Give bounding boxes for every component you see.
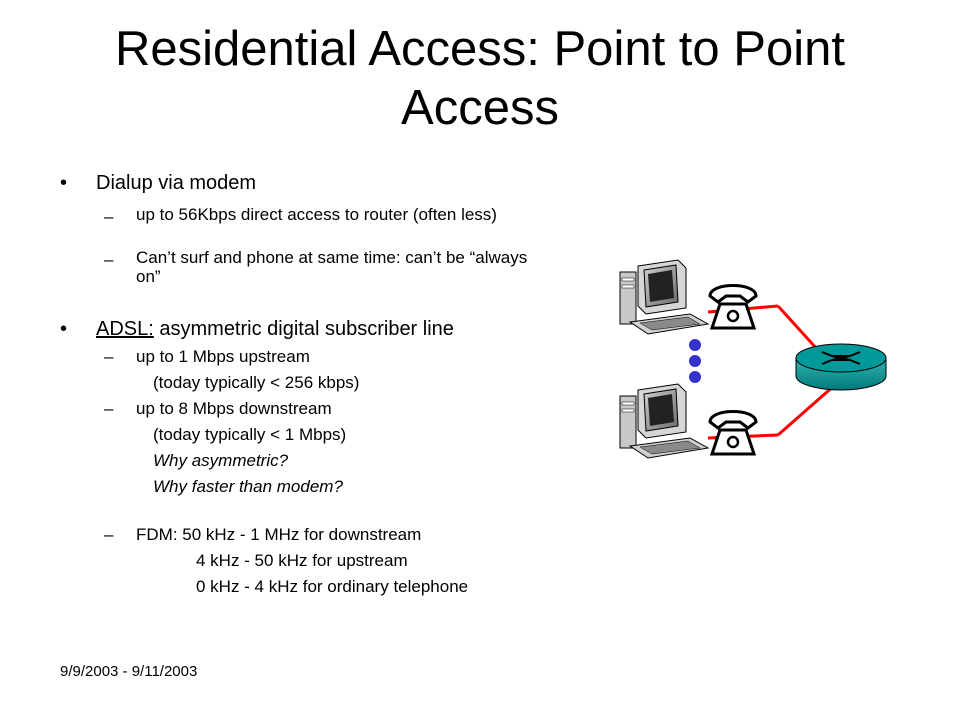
ellipsis-dot bbox=[689, 355, 701, 367]
sub-bullet-marker: – bbox=[104, 250, 114, 269]
ellipsis-dot bbox=[689, 371, 701, 383]
sub-bullet-fdm: FDM: 50 kHz - 1 MHz for downstream bbox=[136, 525, 422, 544]
question-faster: Why faster than modem? bbox=[153, 477, 343, 496]
telephone-icon bbox=[708, 410, 758, 456]
computer-icon bbox=[619, 259, 710, 335]
downstream-note: (today typically < 1 Mbps) bbox=[153, 425, 347, 444]
bullet-marker: • bbox=[60, 318, 68, 340]
fdm-telephone: 0 kHz - 4 kHz for ordinary telephone bbox=[196, 577, 469, 596]
upstream-note: (today typically < 256 kbps) bbox=[153, 373, 360, 392]
sub-bullet-marker: – bbox=[104, 399, 114, 418]
sub-bullet-marker: – bbox=[104, 525, 114, 544]
ellipsis-dot bbox=[689, 339, 701, 351]
telephone-icon bbox=[708, 284, 758, 330]
sub-bullet-marker: – bbox=[104, 207, 114, 226]
computer-icon bbox=[619, 383, 710, 459]
sub-bullet-always-on: Can’t surf and phone at same time: can’t… bbox=[136, 248, 528, 286]
slide-title: Residential Access: Point to Point Acces… bbox=[115, 22, 845, 135]
sub-bullet-marker: – bbox=[104, 347, 114, 366]
question-asymmetric: Why asymmetric? bbox=[153, 451, 289, 470]
adsl-term: ADSL: bbox=[96, 318, 154, 340]
bullet-adsl: ADSL: asymmetric digital subscriber line bbox=[96, 318, 454, 341]
adsl-definition: asymmetric digital subscriber line bbox=[153, 318, 454, 340]
sub-bullet-56kbps: up to 56Kbps direct access to router (of… bbox=[136, 205, 497, 224]
sub-bullet-downstream: up to 8 Mbps downstream bbox=[136, 399, 332, 418]
sub-bullet-upstream: up to 1 Mbps upstream bbox=[136, 347, 310, 366]
router-icon bbox=[795, 343, 887, 391]
slide-footer-date: 9/9/2003 - 9/11/2003 bbox=[60, 663, 198, 680]
fdm-upstream: 4 kHz - 50 kHz for upstream bbox=[196, 551, 408, 570]
link-line bbox=[777, 382, 837, 437]
access-diagram bbox=[619, 259, 887, 459]
bullet-marker: • bbox=[60, 172, 68, 194]
bullet-dialup: Dialup via modem bbox=[96, 172, 257, 194]
